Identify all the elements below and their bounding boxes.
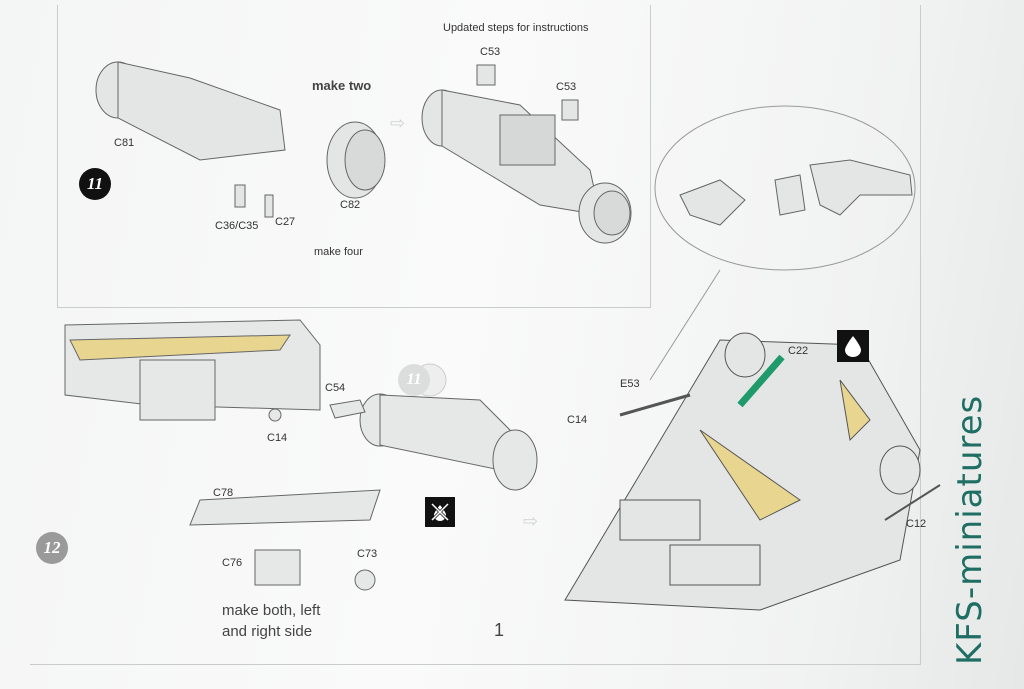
part-e53: E53: [620, 378, 640, 390]
step-11-reference-badge: 11: [398, 364, 430, 396]
step-11-badge: 11: [79, 168, 111, 200]
part-c53-b: C53: [556, 81, 577, 93]
step-12-note-line1: make both, left: [222, 602, 321, 619]
make-four-note: make four: [314, 246, 363, 258]
part-c82: C82: [340, 199, 361, 211]
bottom-frame-edge: [30, 664, 920, 665]
right-frame-edge: [920, 5, 921, 665]
part-c22: C22: [788, 345, 809, 357]
part-c73: C73: [357, 548, 378, 560]
step-12-badge: 12: [36, 532, 68, 564]
step-11-frame: [57, 5, 651, 308]
make-two-note: make two: [312, 78, 372, 93]
detail-callout: [654, 105, 916, 271]
brand-watermark: KFS-miniatures: [950, 394, 990, 665]
highlighted-part-c22: [737, 354, 785, 408]
part-c27: C27: [275, 216, 296, 228]
part-c36-c35: C36/C35: [215, 220, 259, 232]
step-12-note-line2: and right side: [222, 623, 313, 640]
part-c12: C12: [906, 518, 927, 530]
next-arrow-icon: ⇨: [390, 113, 406, 133]
part-c81: C81: [114, 137, 135, 149]
part-c14-a: C14: [267, 432, 288, 444]
chassis-frame-drawing: [64, 319, 538, 591]
part-c53-a: C53: [480, 46, 501, 58]
part-c14-b: C14: [567, 414, 588, 426]
part-c54: C54: [325, 382, 346, 394]
part-c76: C76: [222, 557, 243, 569]
part-c78: C78: [213, 487, 234, 499]
header-title: Updated steps for instructions: [443, 22, 589, 34]
next-arrow-icon: ⇨: [523, 511, 539, 531]
chassis-assembly-drawing: [564, 332, 941, 611]
axle-drawing-left: [95, 61, 386, 218]
axle-drawing-right: [421, 64, 632, 244]
do-not-glue-icon: [425, 497, 455, 527]
page-number: 1: [494, 620, 505, 640]
glue-drop-icon: [837, 330, 869, 362]
detail-parts: [679, 159, 913, 226]
